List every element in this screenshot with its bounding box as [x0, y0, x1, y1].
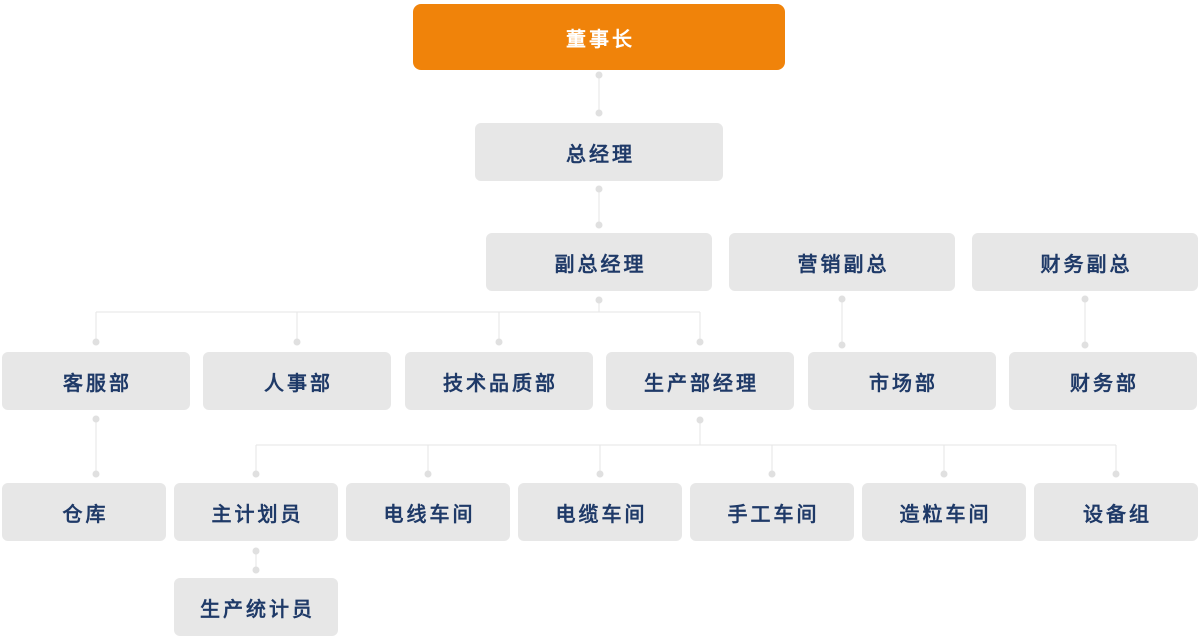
node-deputy-general-manager: 副总经理: [486, 233, 712, 291]
node-warehouse: 仓库: [2, 483, 166, 541]
connector-finance-vp-to-finance-dept: [1081, 295, 1089, 349]
node-hr-dept: 人事部: [203, 352, 391, 410]
node-manual-workshop: 手工车间: [690, 483, 854, 541]
connector-general-manager-to-deputy: [595, 185, 603, 229]
node-production-manager: 生产部经理: [606, 352, 794, 410]
node-wire-workshop: 电线车间: [346, 483, 510, 541]
node-marketing-vp: 营销副总: [729, 233, 955, 291]
node-marketing-dept: 市场部: [808, 352, 996, 410]
node-general-manager: 总经理: [475, 123, 723, 181]
connector-deputy-to-departments: [92, 296, 704, 346]
node-granulation-workshop: 造粒车间: [862, 483, 1026, 541]
node-production-statistician: 生产统计员: [174, 578, 338, 636]
node-chairman: 董事长: [413, 4, 785, 70]
node-finance-vp: 财务副总: [972, 233, 1198, 291]
node-finance-dept: 财务部: [1009, 352, 1197, 410]
connector-production-manager-to-workshops: [252, 416, 1120, 478]
connector-chairman-to-general-manager: [595, 71, 603, 117]
node-equipment-group: 设备组: [1034, 483, 1198, 541]
connector-marketing-vp-to-marketing-dept: [838, 295, 846, 349]
node-cable-workshop: 电缆车间: [518, 483, 682, 541]
node-tech-quality-dept: 技术品质部: [405, 352, 593, 410]
node-customer-service-dept: 客服部: [2, 352, 190, 410]
connector-planner-to-statistician: [252, 547, 260, 574]
node-chief-planner: 主计划员: [174, 483, 338, 541]
connector-customer-service-to-warehouse: [92, 415, 100, 478]
